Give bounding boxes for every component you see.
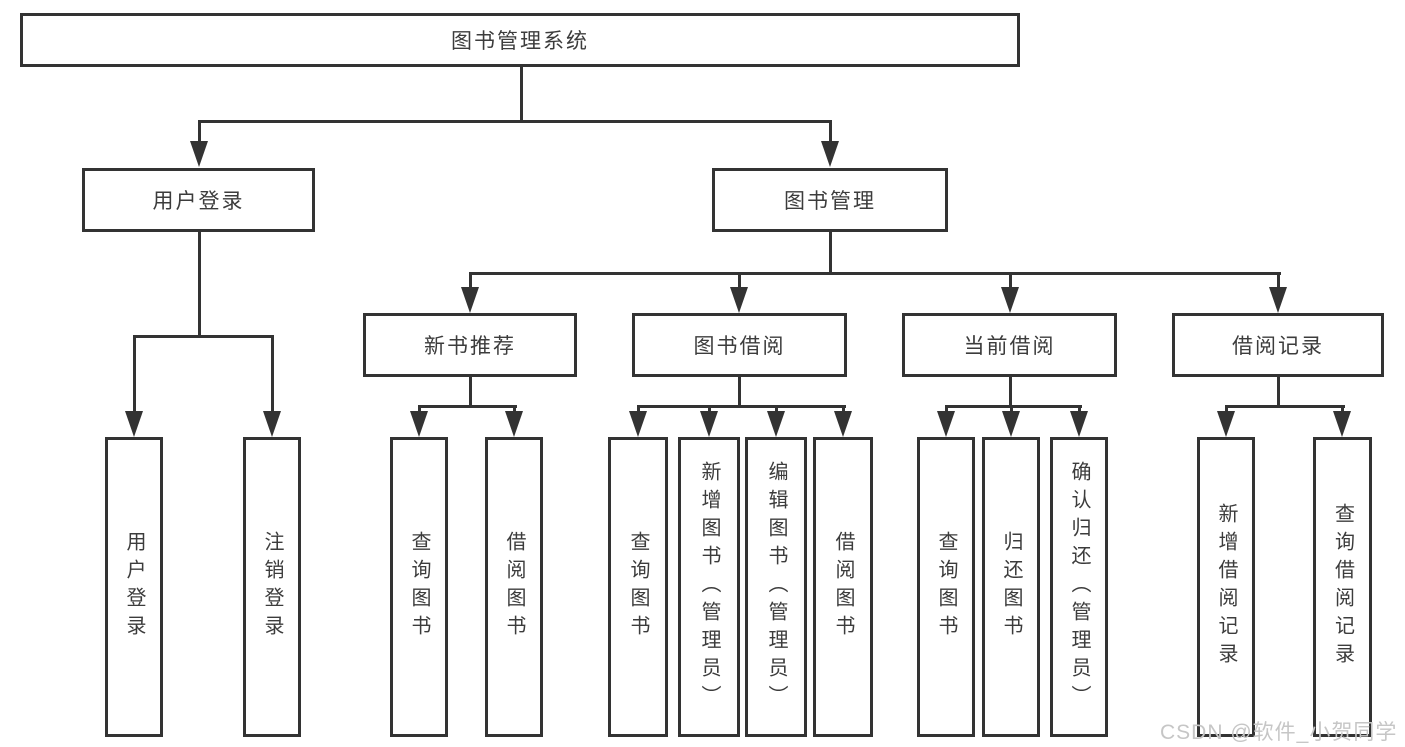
connector-drop bbox=[513, 405, 516, 415]
node-label: 查询借阅记录 bbox=[1331, 503, 1354, 671]
node-label: 新书推荐 bbox=[424, 335, 516, 358]
connector-drop bbox=[133, 335, 136, 413]
arrow-down-icon bbox=[629, 411, 647, 437]
leaf-return-book: 归还图书 bbox=[982, 437, 1040, 737]
node-label: 查询图书 bbox=[627, 531, 649, 643]
leaf-confirm-return-admin: 确认归还（管理员） bbox=[1050, 437, 1108, 737]
connector-drop bbox=[637, 405, 640, 415]
connector-root-stem bbox=[520, 66, 523, 120]
arrow-down-icon bbox=[190, 141, 208, 167]
connector-drop bbox=[198, 120, 201, 144]
arrow-down-icon bbox=[1001, 287, 1019, 313]
node-label: 注销登录 bbox=[261, 531, 283, 643]
node-label: 用户登录 bbox=[152, 190, 245, 213]
leaf-add-borrow-record: 新增借阅记录 bbox=[1197, 437, 1255, 737]
arrow-down-icon bbox=[1002, 411, 1020, 437]
node-label: 图书管理 bbox=[784, 190, 876, 213]
node-label: 查询图书 bbox=[408, 531, 430, 643]
arrow-down-icon bbox=[410, 411, 428, 437]
node-borrow-records: 借阅记录 bbox=[1172, 313, 1384, 377]
node-user-login: 用户登录 bbox=[82, 168, 315, 232]
connector-stem bbox=[1277, 377, 1280, 407]
node-label: 查询图书 bbox=[935, 531, 957, 643]
arrow-down-icon bbox=[1269, 287, 1287, 313]
connector-stem bbox=[1009, 377, 1012, 407]
arrow-down-icon bbox=[125, 411, 143, 437]
arrow-down-icon bbox=[1333, 411, 1351, 437]
connector-drop bbox=[1277, 272, 1280, 290]
leaf-query-books-recommend: 查询图书 bbox=[390, 437, 448, 737]
arrow-down-icon bbox=[461, 287, 479, 313]
connector-bus bbox=[945, 405, 1082, 408]
node-label: 图书管理系统 bbox=[451, 30, 589, 53]
connector-stem bbox=[829, 232, 832, 274]
connector-drop bbox=[829, 120, 832, 144]
watermark: CSDN @软件_小贺同学 bbox=[1160, 721, 1398, 744]
connector-stem bbox=[198, 232, 201, 337]
connector-bus bbox=[133, 335, 274, 338]
connector-drop bbox=[469, 272, 472, 290]
leaf-logout: 注销登录 bbox=[243, 437, 301, 737]
arrow-down-icon bbox=[834, 411, 852, 437]
arrow-down-icon bbox=[730, 287, 748, 313]
node-label: 图书借阅 bbox=[693, 335, 786, 358]
connector-drop bbox=[738, 272, 741, 290]
connector-bus bbox=[637, 405, 846, 408]
arrow-down-icon bbox=[263, 411, 281, 437]
node-label: 归还图书 bbox=[1000, 531, 1022, 643]
node-label: 新增借阅记录 bbox=[1215, 503, 1237, 671]
node-label: 确认归还（管理员） bbox=[1068, 461, 1090, 713]
node-label: 用户登录 bbox=[123, 531, 145, 643]
connector-drop bbox=[775, 405, 778, 415]
node-label: 借阅图书 bbox=[832, 531, 854, 643]
node-label: 新增图书（管理员） bbox=[698, 461, 720, 713]
connector-bus bbox=[469, 272, 1281, 275]
connector-stem bbox=[469, 377, 472, 407]
connector-bus bbox=[418, 405, 517, 408]
connector-drop bbox=[708, 405, 711, 415]
node-label: 借阅图书 bbox=[503, 531, 525, 643]
node-book-borrow: 图书借阅 bbox=[632, 313, 847, 377]
arrow-down-icon bbox=[505, 411, 523, 437]
node-book-management: 图书管理 bbox=[712, 168, 948, 232]
connector-bus bbox=[1225, 405, 1345, 408]
connector-root-bus bbox=[198, 120, 832, 123]
leaf-borrow-books-recommend: 借阅图书 bbox=[485, 437, 543, 737]
arrow-down-icon bbox=[1070, 411, 1088, 437]
leaf-query-books-borrow: 查询图书 bbox=[608, 437, 668, 737]
leaf-query-books-current: 查询图书 bbox=[917, 437, 975, 737]
node-new-book-recommend: 新书推荐 bbox=[363, 313, 577, 377]
connector-drop bbox=[1009, 272, 1012, 290]
connector-drop bbox=[842, 405, 845, 415]
leaf-add-book-admin: 新增图书（管理员） bbox=[678, 437, 740, 737]
connector-drop bbox=[271, 335, 274, 413]
arrow-down-icon bbox=[767, 411, 785, 437]
node-library-system: 图书管理系统 bbox=[20, 13, 1020, 67]
leaf-query-borrow-record: 查询借阅记录 bbox=[1313, 437, 1372, 737]
arrow-down-icon bbox=[700, 411, 718, 437]
connector-drop bbox=[945, 405, 948, 415]
connector-drop bbox=[418, 405, 421, 415]
node-label: 当前借阅 bbox=[963, 335, 1056, 358]
connector-stem bbox=[738, 377, 741, 407]
arrow-down-icon bbox=[821, 141, 839, 167]
node-label: 编辑图书（管理员） bbox=[765, 461, 787, 713]
node-label: 借阅记录 bbox=[1232, 335, 1324, 358]
connector-drop bbox=[1341, 405, 1344, 415]
connector-drop bbox=[1078, 405, 1081, 415]
connector-drop bbox=[1010, 405, 1013, 415]
arrow-down-icon bbox=[1217, 411, 1235, 437]
leaf-edit-book-admin: 编辑图书（管理员） bbox=[745, 437, 807, 737]
leaf-user-login: 用户登录 bbox=[105, 437, 163, 737]
connector-drop bbox=[1225, 405, 1228, 415]
node-current-borrow: 当前借阅 bbox=[902, 313, 1117, 377]
leaf-borrow-books: 借阅图书 bbox=[813, 437, 873, 737]
arrow-down-icon bbox=[937, 411, 955, 437]
